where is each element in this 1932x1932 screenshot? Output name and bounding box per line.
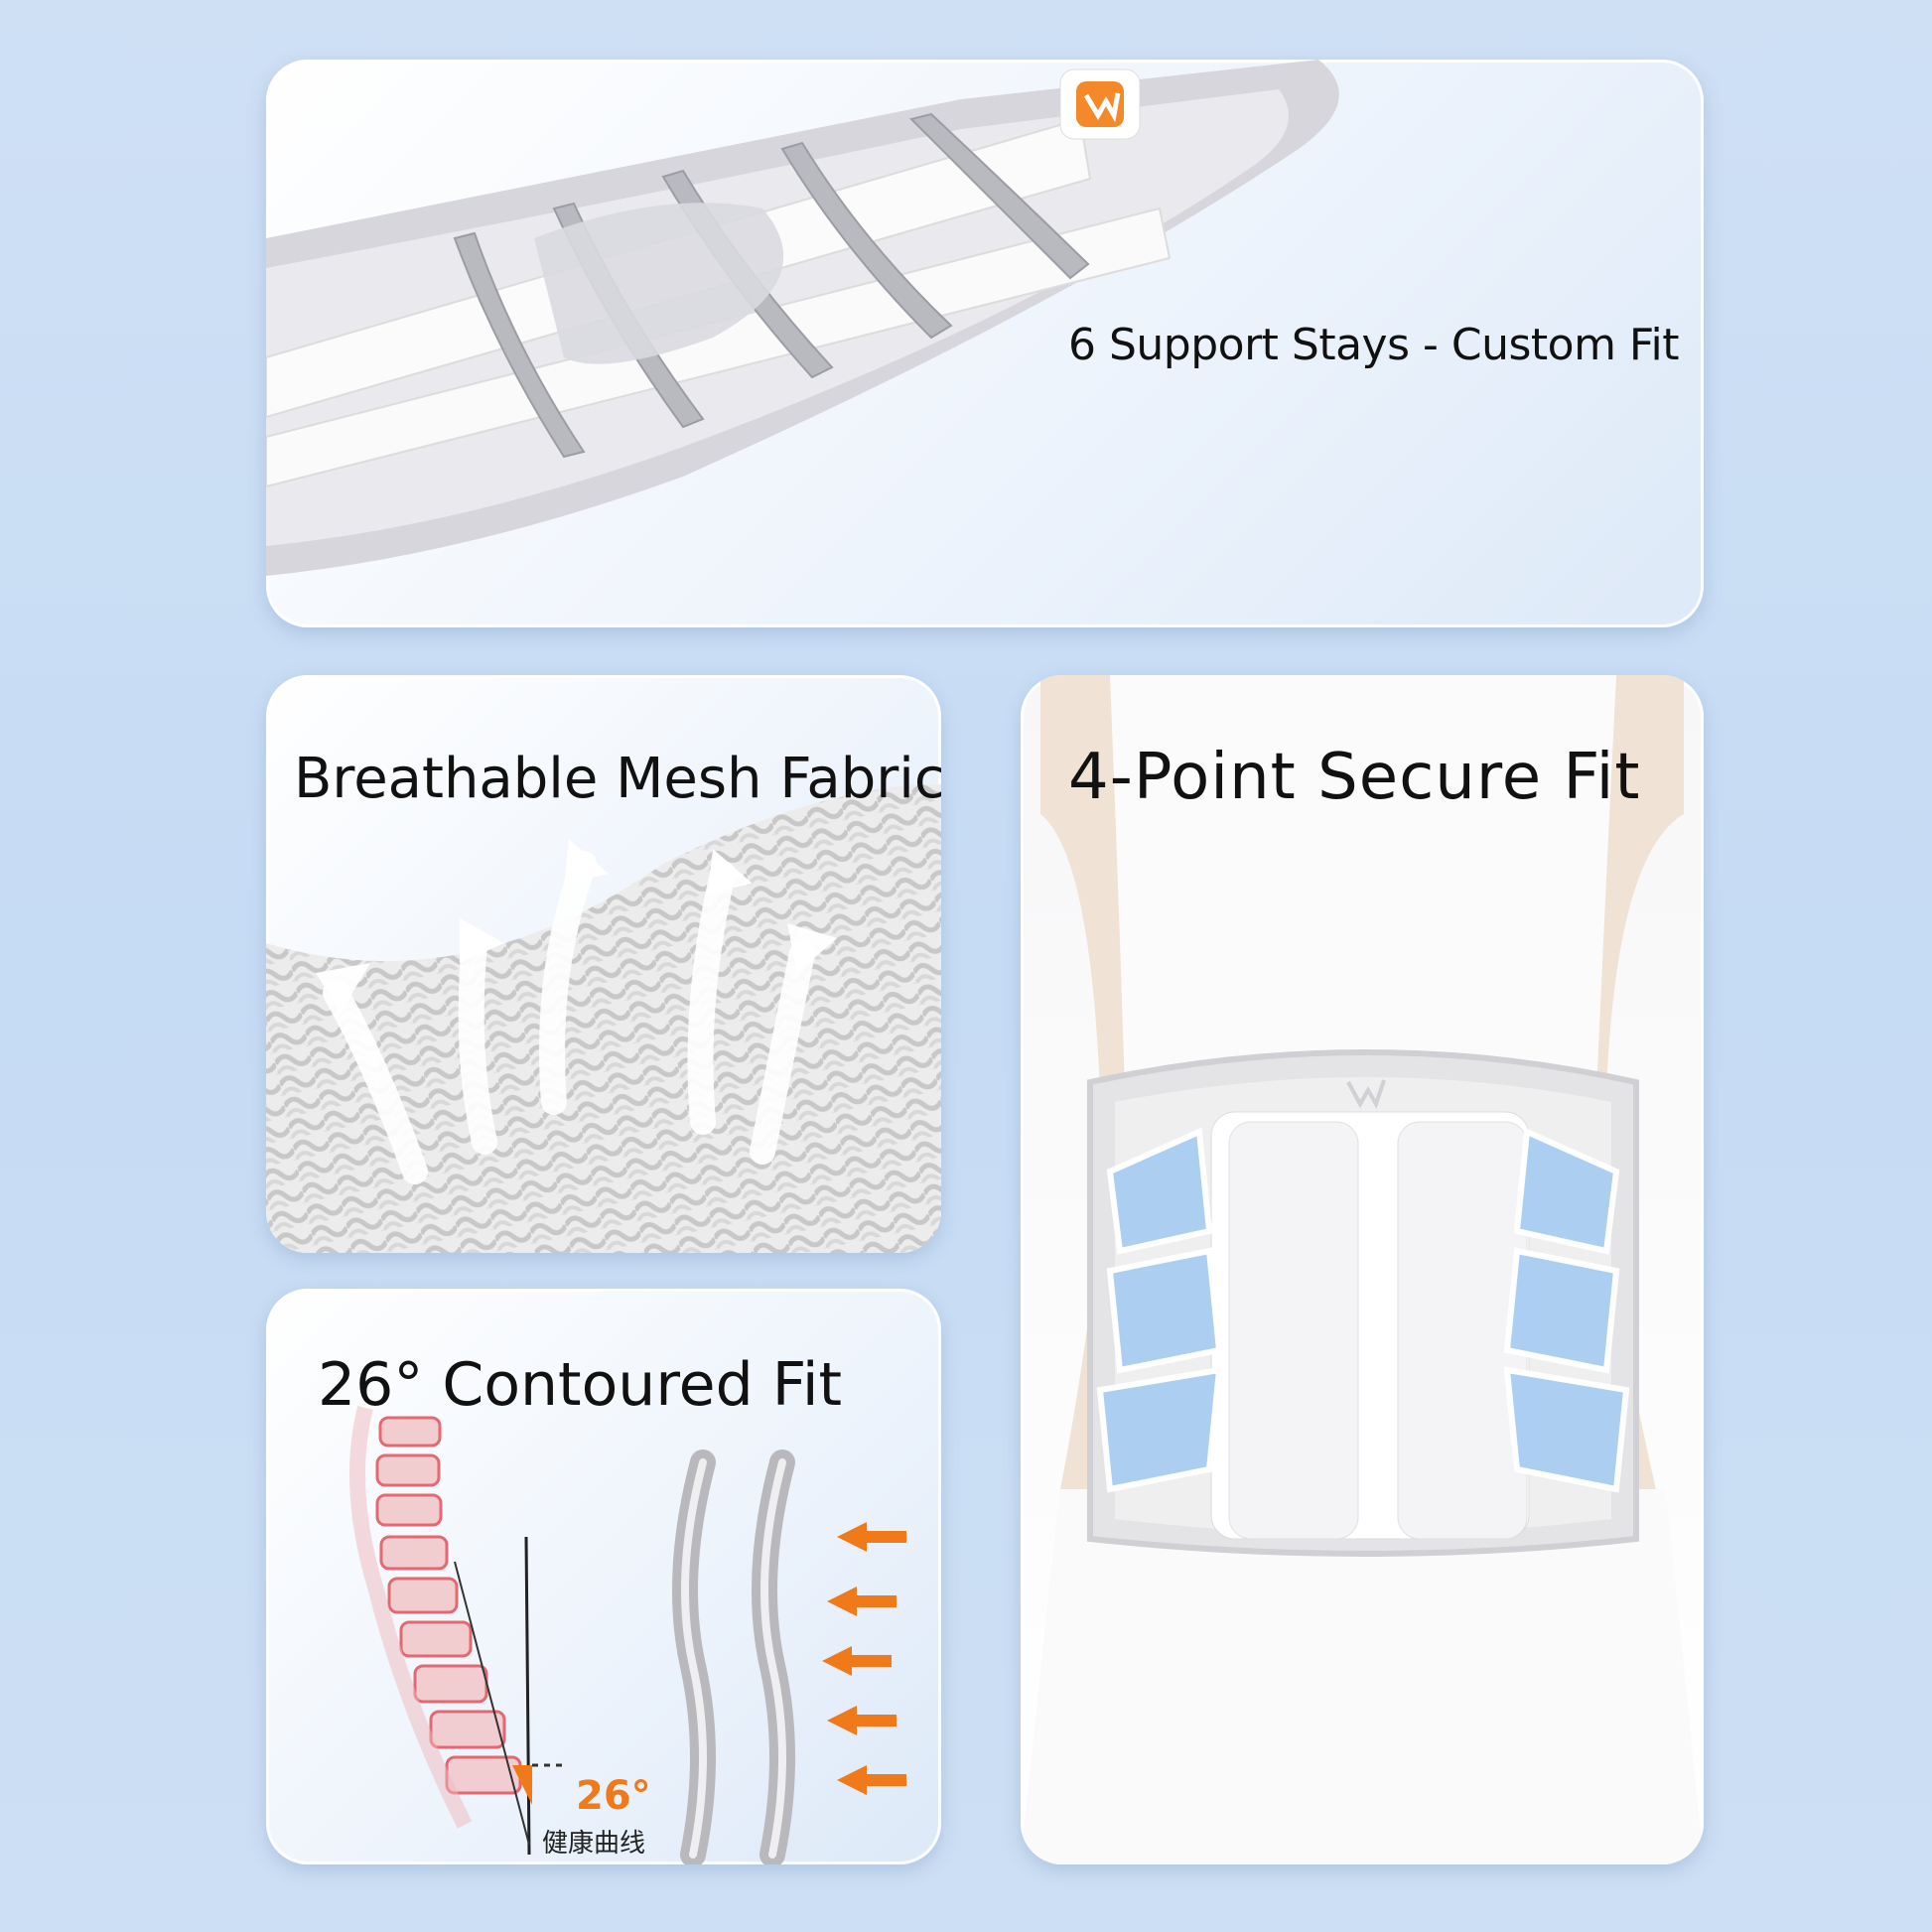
spine-curve-illustration (349, 1406, 906, 1864)
caption-support-stays: 6 Support Stays - Custom Fit (1068, 320, 1680, 370)
airflow-arrow-icon (316, 839, 837, 1013)
brand-mark-icon (1346, 1079, 1386, 1109)
caption-secure-fit: 4-Point Secure Fit (1068, 741, 1641, 814)
spine-icon (349, 1406, 522, 1829)
curve-label: 健康曲线 (542, 1829, 646, 1859)
panel-breathable-mesh: Breathable Mesh Fabric (266, 675, 941, 1253)
mesh-fabric-illustration (266, 784, 941, 1253)
pressure-arrow-icon (822, 1522, 906, 1795)
caption-breathable-mesh: Breathable Mesh Fabric (294, 747, 941, 811)
angle-label: 26° (576, 1773, 651, 1819)
caption-contoured-fit: 26° Contoured Fit (318, 1350, 843, 1420)
panel-contoured-fit: 26° Contoured Fit 26° 健康曲线 (266, 1289, 941, 1864)
panel-support-stays: 6 Support Stays - Custom Fit (266, 60, 1704, 627)
panel-secure-fit: 4-Point Secure Fit (1021, 675, 1704, 1864)
brace-stays-illustration (266, 60, 1339, 576)
back-brace-model-illustration (1021, 675, 1704, 1864)
